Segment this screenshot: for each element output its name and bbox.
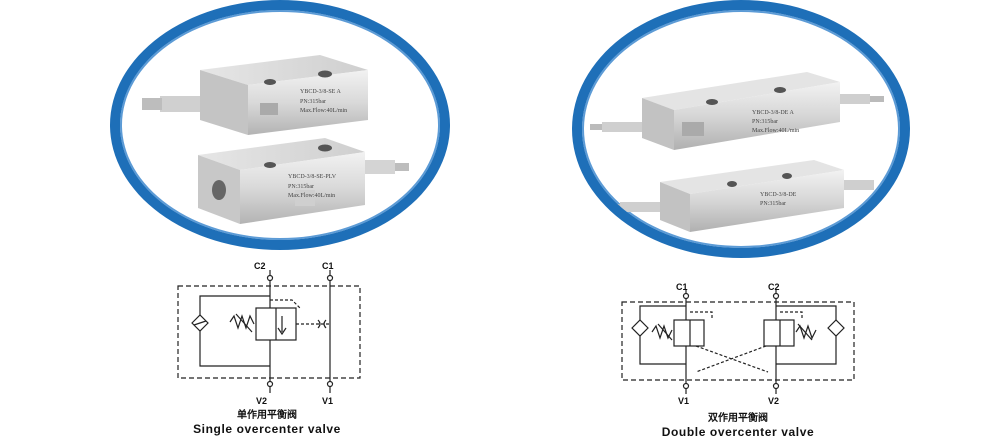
single-port-v1: V1 [322, 396, 333, 406]
single-valve-block-upper: YBCD-3/8-SE A PN:315bar Max.Flow:40L/min [142, 55, 368, 135]
double-block-bottom-label: YBCD-3/8-DE [760, 192, 797, 198]
double-caption-en: Double overcenter valve [661, 425, 815, 439]
single-valve-caption: 单作用平衡阀 Single overcenter valve [147, 410, 387, 436]
single-port-c2: C2 [254, 261, 266, 271]
double-caption-cn: 双作用平衡阀 [708, 413, 768, 424]
single-port-c1: C1 [322, 261, 334, 271]
double-port-c2: C2 [768, 282, 780, 292]
single-valve-panel: YBCD-3/8-SE A PN:315bar Max.Flow:40L/min… [110, 0, 450, 436]
single-port-v2: V2 [256, 396, 267, 406]
double-port-v2: V2 [768, 396, 779, 406]
single-block-top-pressure: PN:315bar [300, 99, 326, 105]
double-block-top-flow: Max.Flow:40L/min [752, 128, 799, 134]
double-valve-panel: YBCD-3/8-DE A PN:315bar Max.Flow:40L/min… [500, 0, 1000, 442]
single-block-bottom-flow: Max.Flow:40L/min [288, 193, 335, 199]
double-valve-photo: YBCD-3/8-DE A PN:315bar Max.Flow:40L/min… [572, 0, 910, 258]
double-valve-schematic: C1 C2 V1 V2 [621, 282, 855, 406]
double-block-top-pressure: PN:315bar [752, 119, 778, 125]
single-block-top-flow: Max.Flow:40L/min [300, 108, 347, 114]
double-port-c1: C1 [676, 282, 688, 292]
double-valve-block-upper: YBCD-3/8-DE A PN:315bar Max.Flow:40L/min [590, 72, 884, 150]
double-block-bottom-pressure: PN:315bar [760, 201, 786, 207]
double-valve-caption: 双作用平衡阀 Double overcenter valve [618, 413, 858, 439]
double-block-top-label: YBCD-3/8-DE A [752, 110, 795, 116]
double-port-v1: V1 [678, 396, 689, 406]
double-valve-block-lower: YBCD-3/8-DE PN:315bar [608, 160, 874, 232]
single-caption-en: Single overcenter valve [193, 422, 341, 436]
single-block-top-label: YBCD-3/8-SE A [300, 89, 342, 95]
single-block-bottom-label: YBCD-3/8-SE-PLV [288, 174, 337, 180]
single-valve-schematic: C2 C1 V2 V1 [177, 261, 361, 406]
single-block-bottom-pressure: PN:315bar [288, 184, 314, 190]
single-valve-photo: YBCD-3/8-SE A PN:315bar Max.Flow:40L/min… [110, 0, 450, 250]
single-valve-block-lower: YBCD-3/8-SE-PLV PN:315bar Max.Flow:40L/m… [198, 138, 409, 224]
single-caption-cn: 单作用平衡阀 [237, 410, 297, 421]
